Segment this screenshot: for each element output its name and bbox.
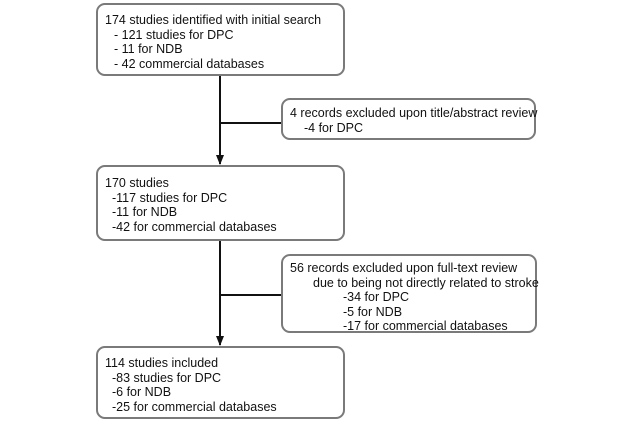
initial-item: - 42 commercial databases bbox=[114, 56, 265, 71]
exclusion-2-title: 56 records excluded upon full-text revie… bbox=[290, 261, 518, 275]
exclusion-1-item: -4 for DPC bbox=[304, 120, 364, 135]
initial-item: - 121 studies for DPC bbox=[114, 27, 234, 42]
title-abstract-exclusion-box: 4 records excluded upon title/abstract r… bbox=[281, 98, 538, 140]
initial-search-box: 174 studies identified with initial sear… bbox=[96, 3, 345, 76]
studies-included-box: 114 studies included -83 studies for DPC… bbox=[96, 346, 345, 419]
after-screen-title: 170 studies bbox=[105, 176, 169, 190]
exclusion-2-subtitle: due to being not directly related to str… bbox=[313, 275, 539, 290]
initial-title: 174 studies identified with initial sear… bbox=[105, 13, 322, 27]
exclusion-2-item: -34 for DPC bbox=[343, 290, 409, 305]
after-screen-item: -11 for NDB bbox=[112, 205, 178, 220]
initial-item: - 11 for NDB bbox=[114, 42, 183, 57]
exclusion-1-title: 4 records excluded upon title/abstract r… bbox=[290, 106, 538, 120]
included-item: -6 for NDB bbox=[112, 385, 172, 400]
exclusion-2-item: -5 for NDB bbox=[343, 304, 403, 319]
after-screen-item: -117 studies for DPC bbox=[112, 190, 228, 205]
included-item: -83 studies for DPC bbox=[112, 370, 222, 385]
included-item: -25 for commercial databases bbox=[112, 399, 277, 414]
exclusion-2-item: -17 for commercial databases bbox=[343, 319, 508, 334]
studies-170-box: 170 studies -117 studies for DPC -11 for… bbox=[96, 165, 345, 241]
included-title: 114 studies included bbox=[105, 356, 219, 370]
after-screen-item: -42 for commercial databases bbox=[112, 219, 277, 234]
full-text-exclusion-box: 56 records excluded upon full-text revie… bbox=[281, 254, 539, 334]
